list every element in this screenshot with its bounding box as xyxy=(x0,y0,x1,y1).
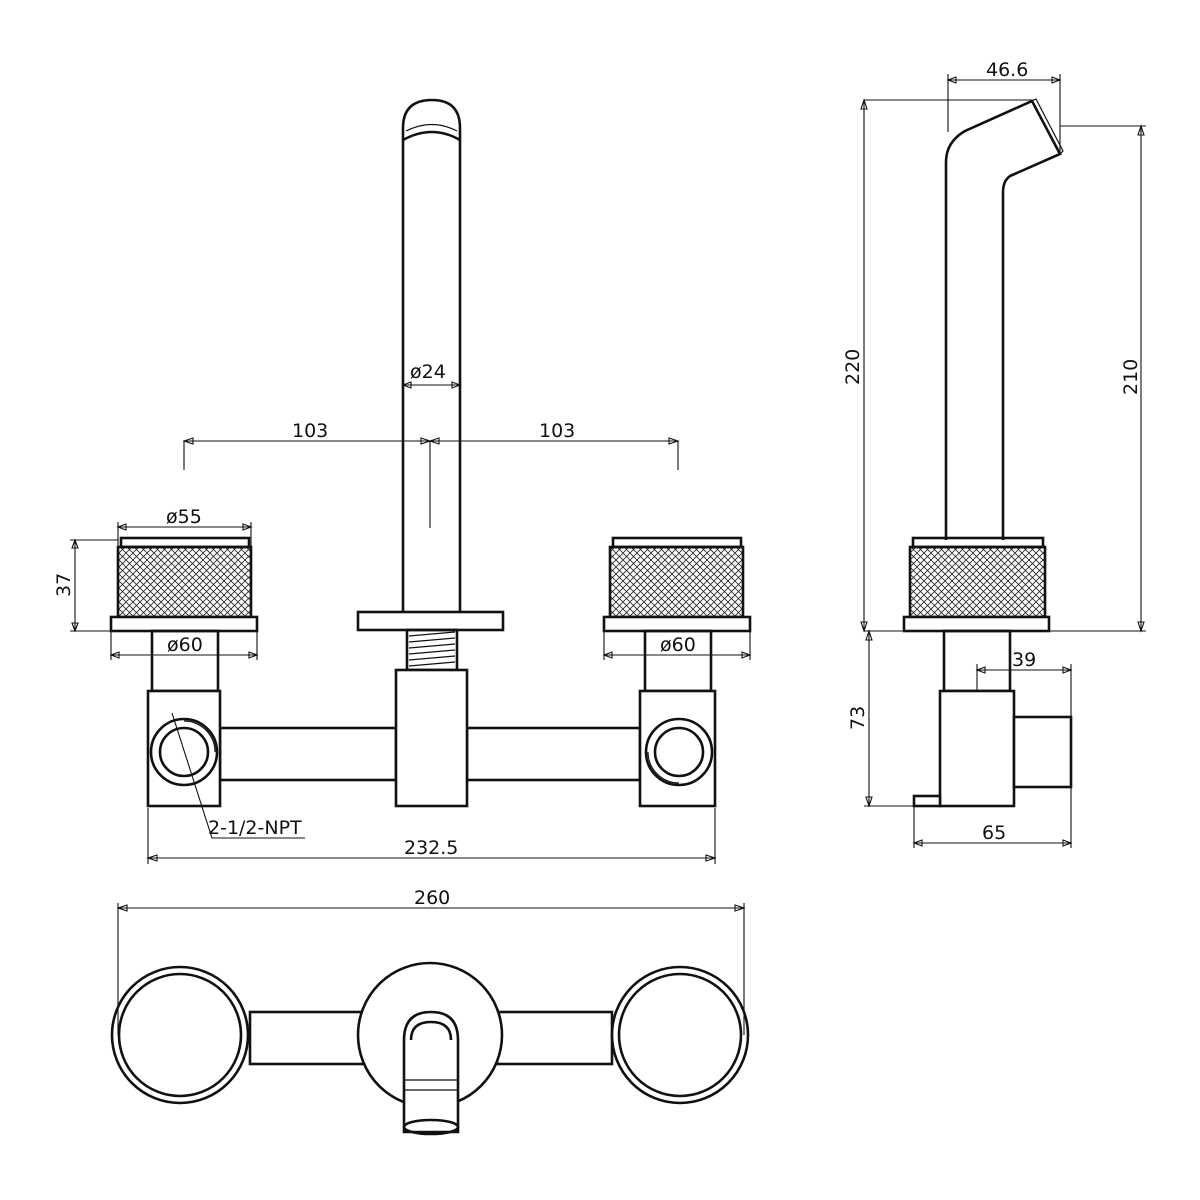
front-threaded-connector xyxy=(405,628,459,672)
top-right-handle xyxy=(610,965,750,1105)
dim-body-width-label: 232.5 xyxy=(404,837,458,859)
dim-inlet-offset: 39 xyxy=(975,649,1073,717)
dim-flange-right-label: ø60 xyxy=(660,634,696,656)
dim-flange-left: ø60 xyxy=(109,631,259,660)
side-spout xyxy=(944,98,1064,540)
dim-body-height-label: 73 xyxy=(847,706,869,730)
dim-spacing-right-label: 103 xyxy=(539,420,575,442)
dim-overall-height: 220 xyxy=(842,98,1034,633)
dim-spout-projection-label: 46.6 xyxy=(986,59,1028,81)
front-spout-flange xyxy=(356,610,505,632)
dim-spout-diameter: ø24 xyxy=(401,361,462,389)
dim-overall-width: 260 xyxy=(116,887,746,1035)
dim-handle-height-label: 37 xyxy=(53,573,75,597)
dim-thread-label: 2-1/2-NPT xyxy=(208,817,302,839)
side-base-plate xyxy=(912,794,942,808)
dim-spout-height: 210 xyxy=(1049,124,1146,633)
top-view: 260 xyxy=(110,887,750,1136)
front-cross-pipe-right xyxy=(465,726,642,782)
dim-flange-right: ø60 xyxy=(602,631,752,660)
side-inlet xyxy=(1012,715,1073,789)
dim-overall-width-label: 260 xyxy=(414,887,450,909)
side-view: 46.6 220 210 39 73 6 xyxy=(842,59,1146,848)
dim-spacing: 103 103 xyxy=(182,420,680,528)
top-cross-pipe-right xyxy=(495,1010,614,1066)
top-cross-pipe-left xyxy=(248,1010,367,1066)
top-spout xyxy=(402,1010,460,1136)
dim-spout-height-label: 210 xyxy=(1120,359,1142,395)
knurled-handle-left xyxy=(116,545,253,619)
dim-handle-height: 37 xyxy=(53,538,118,633)
front-view: ø24 103 103 ø55 37 ø60 xyxy=(53,98,752,864)
front-right-handle xyxy=(602,536,752,808)
dim-body-depth: 65 xyxy=(912,787,1073,848)
dim-body-height: 73 xyxy=(847,629,914,808)
top-left-handle xyxy=(110,965,250,1105)
dim-body-width: 232.5 xyxy=(146,808,717,864)
front-left-handle xyxy=(109,536,259,808)
front-spout xyxy=(401,98,462,612)
dim-spacing-left-label: 103 xyxy=(292,420,328,442)
dim-inlet-offset-label: 39 xyxy=(1012,649,1036,671)
dim-flange-left-label: ø60 xyxy=(167,634,203,656)
dim-body-depth-label: 65 xyxy=(982,822,1006,844)
dim-handle-diameter: ø55 xyxy=(116,506,253,546)
side-flange xyxy=(902,615,1051,633)
front-center-body xyxy=(394,668,469,808)
side-body xyxy=(938,689,1016,808)
dim-overall-height-label: 220 xyxy=(842,349,864,385)
front-cross-pipe-left xyxy=(218,726,398,782)
dim-thread-callout: 2-1/2-NPT xyxy=(171,712,305,839)
side-knurled-handle xyxy=(908,545,1047,619)
side-handle-top xyxy=(911,536,1045,549)
dim-spout-projection: 46.6 xyxy=(946,59,1062,154)
knurled-handle-right xyxy=(608,545,745,619)
dim-handle-diameter-label: ø55 xyxy=(166,506,202,528)
dim-spout-diameter-label: ø24 xyxy=(410,361,446,383)
